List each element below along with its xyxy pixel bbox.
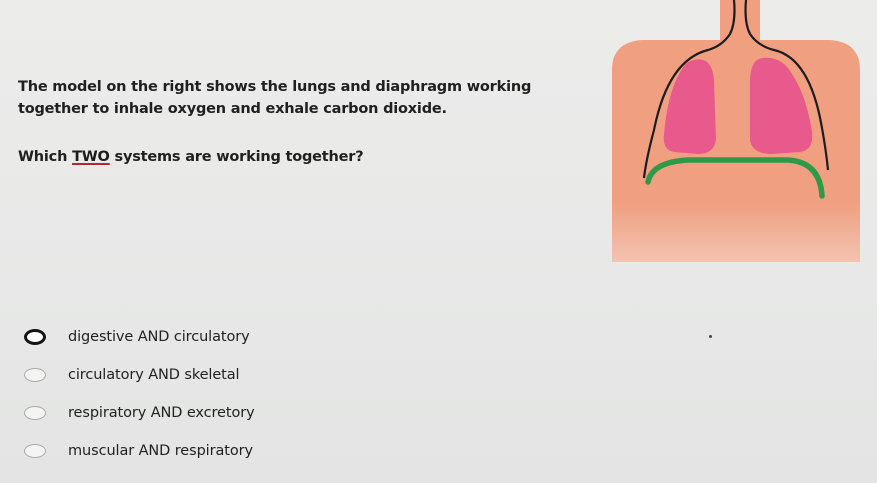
right-lung [750,57,813,154]
radio-unselected[interactable] [24,444,46,458]
question-text: The model on the right shows the lungs a… [18,76,538,120]
option-label: muscular AND respiratory [68,443,253,459]
option-respiratory-excretory[interactable]: respiratory AND excretory [22,394,255,432]
question-prompt: Which TWO systems are working together? [18,146,364,168]
question-line-2: together to inhale oxygen and exhale car… [18,101,447,117]
option-label: respiratory AND excretory [68,405,255,421]
screen-speck [709,335,712,338]
answer-options: digestive AND circulatory circulatory AN… [22,318,255,470]
lungs-diaphragm-model [612,0,860,262]
option-muscular-respiratory[interactable]: muscular AND respiratory [22,432,255,470]
radio-unselected[interactable] [24,406,46,420]
radio-unselected[interactable] [24,368,46,382]
diaphragm [645,157,825,199]
option-label: circulatory AND skeletal [68,367,240,383]
question-line-1: The model on the right shows the lungs a… [18,79,532,95]
prompt-before: Which [18,149,73,165]
prompt-emphasis: TWO [72,149,110,165]
option-label: digestive AND circulatory [68,329,250,345]
left-lung [663,59,716,154]
radio-selected[interactable] [24,329,46,345]
option-circulatory-skeletal[interactable]: circulatory AND skeletal [22,356,255,394]
option-digestive-circulatory[interactable]: digestive AND circulatory [22,318,255,356]
trachea-right [744,0,830,171]
trachea [642,0,736,179]
prompt-after: systems are working together? [109,149,364,165]
